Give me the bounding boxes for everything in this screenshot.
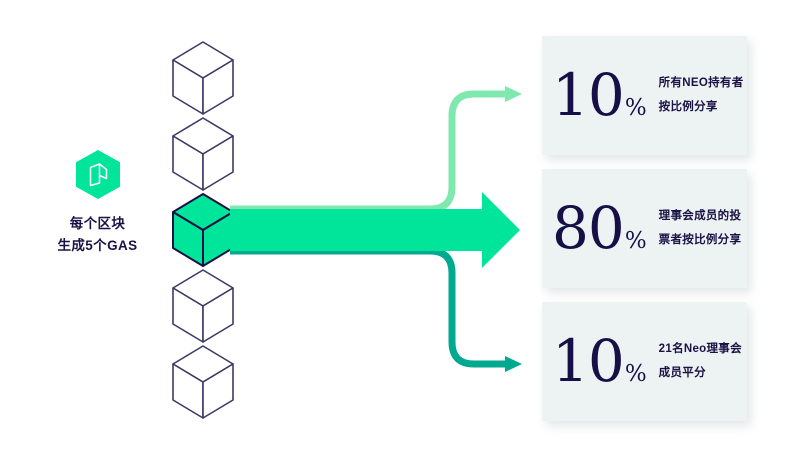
arrow-to-top-card	[230, 86, 522, 213]
card-description-line2: 成员平分	[658, 366, 706, 379]
arrow-to-bottom-card	[230, 247, 522, 372]
arrow-to-middle-card	[230, 192, 520, 268]
neo-hexagon-logo-icon	[75, 150, 120, 199]
cube-icon	[172, 345, 234, 419]
percent-sign: %	[624, 227, 647, 254]
card-description-line1: 所有NEO持有者	[658, 76, 744, 89]
source-caption: 每个区块 生成5个GAS	[30, 213, 165, 257]
source-caption-line1: 每个区块	[69, 216, 126, 231]
cube-icon	[172, 117, 234, 191]
percent-sign: %	[624, 360, 647, 387]
percentage-number: 10	[552, 326, 625, 395]
gas-source-group: 每个区块 生成5个GAS	[30, 150, 165, 257]
stat-card[interactable]: 10 % 21名Neo理事会 成员平分	[542, 302, 747, 421]
cube-icon	[172, 41, 234, 115]
distribution-cards-column: 10 % 所有NEO持有者 按比例分享 80 % 理事会成员的投 票者按比例分享…	[542, 36, 747, 421]
card-description: 理事会成员的投 票者按比例分享	[659, 205, 742, 252]
card-description-line1: 理事会成员的投	[658, 209, 742, 222]
cube-icon	[172, 193, 234, 267]
stat-card[interactable]: 10 % 所有NEO持有者 按比例分享	[542, 36, 747, 155]
card-description-line2: 票者按比例分享	[658, 233, 742, 246]
card-description-line1: 21名Neo理事会	[658, 342, 742, 355]
block-cube-stack	[170, 40, 242, 419]
card-description: 21名Neo理事会 成员平分	[659, 338, 742, 385]
cube-icon	[172, 269, 234, 343]
stat-card[interactable]: 80 % 理事会成员的投 票者按比例分享	[542, 169, 747, 288]
percentage-value: 80 %	[552, 193, 647, 262]
card-description-line2: 按比例分享	[658, 100, 718, 113]
percentage-value: 10 %	[552, 326, 647, 395]
flow-arrow-group	[230, 86, 522, 372]
card-description: 所有NEO持有者 按比例分享	[659, 72, 744, 119]
source-caption-line2: 生成5个GAS	[57, 237, 138, 253]
percentage-number: 80	[552, 193, 625, 262]
percentage-number: 10	[552, 60, 625, 129]
percentage-value: 10 %	[552, 60, 647, 129]
percent-sign: %	[624, 94, 647, 121]
